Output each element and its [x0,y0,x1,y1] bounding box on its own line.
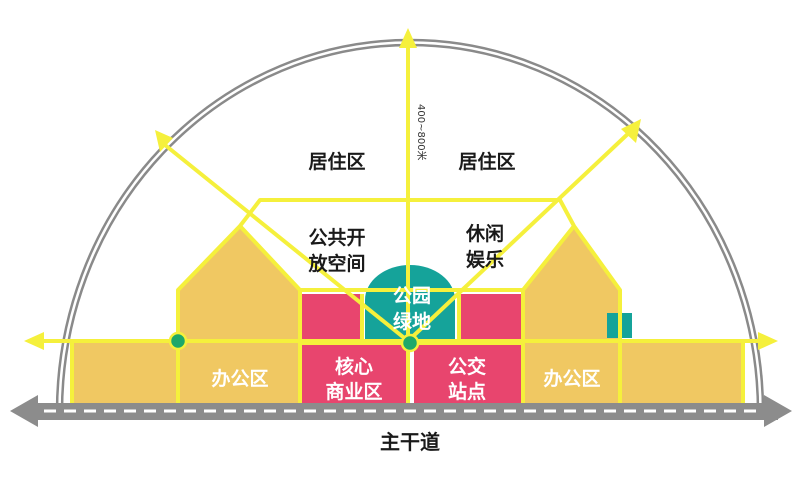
commercial-block-upper-right [459,294,521,340]
label-residential-right: 居住区 [458,150,515,173]
label-bus-line1: 公交 [448,355,486,378]
node-center [400,333,420,353]
label-core-line2: 商业区 [325,380,382,403]
label-leisure-line1: 休闲 [465,222,504,245]
label-leisure-line2: 娱乐 [466,248,504,271]
office-zone-right [523,343,743,410]
label-park-line1: 公园 [393,285,431,307]
axis-arrowheads [24,28,778,350]
core-commercial-block [300,345,408,410]
commercial-block-upper-left [300,294,362,340]
label-office-right: 办公区 [543,367,600,390]
label-bus-line2: 站点 [448,380,486,403]
main-road [10,395,792,427]
label-radius: 400~800米 [415,104,428,161]
label-residential-left: 居住区 [308,150,365,173]
label-main-road: 主干道 [380,430,440,454]
node-left [168,331,188,351]
label-park-line2: 绿地 [393,310,431,333]
label-core-line1: 核心 [335,355,373,378]
office-zone-left [72,343,300,410]
bus-station-block [414,345,521,410]
label-public-space-line1: 公共开 [308,227,365,249]
label-office-left: 办公区 [211,367,268,390]
label-public-space-line2: 放空间 [307,252,365,275]
